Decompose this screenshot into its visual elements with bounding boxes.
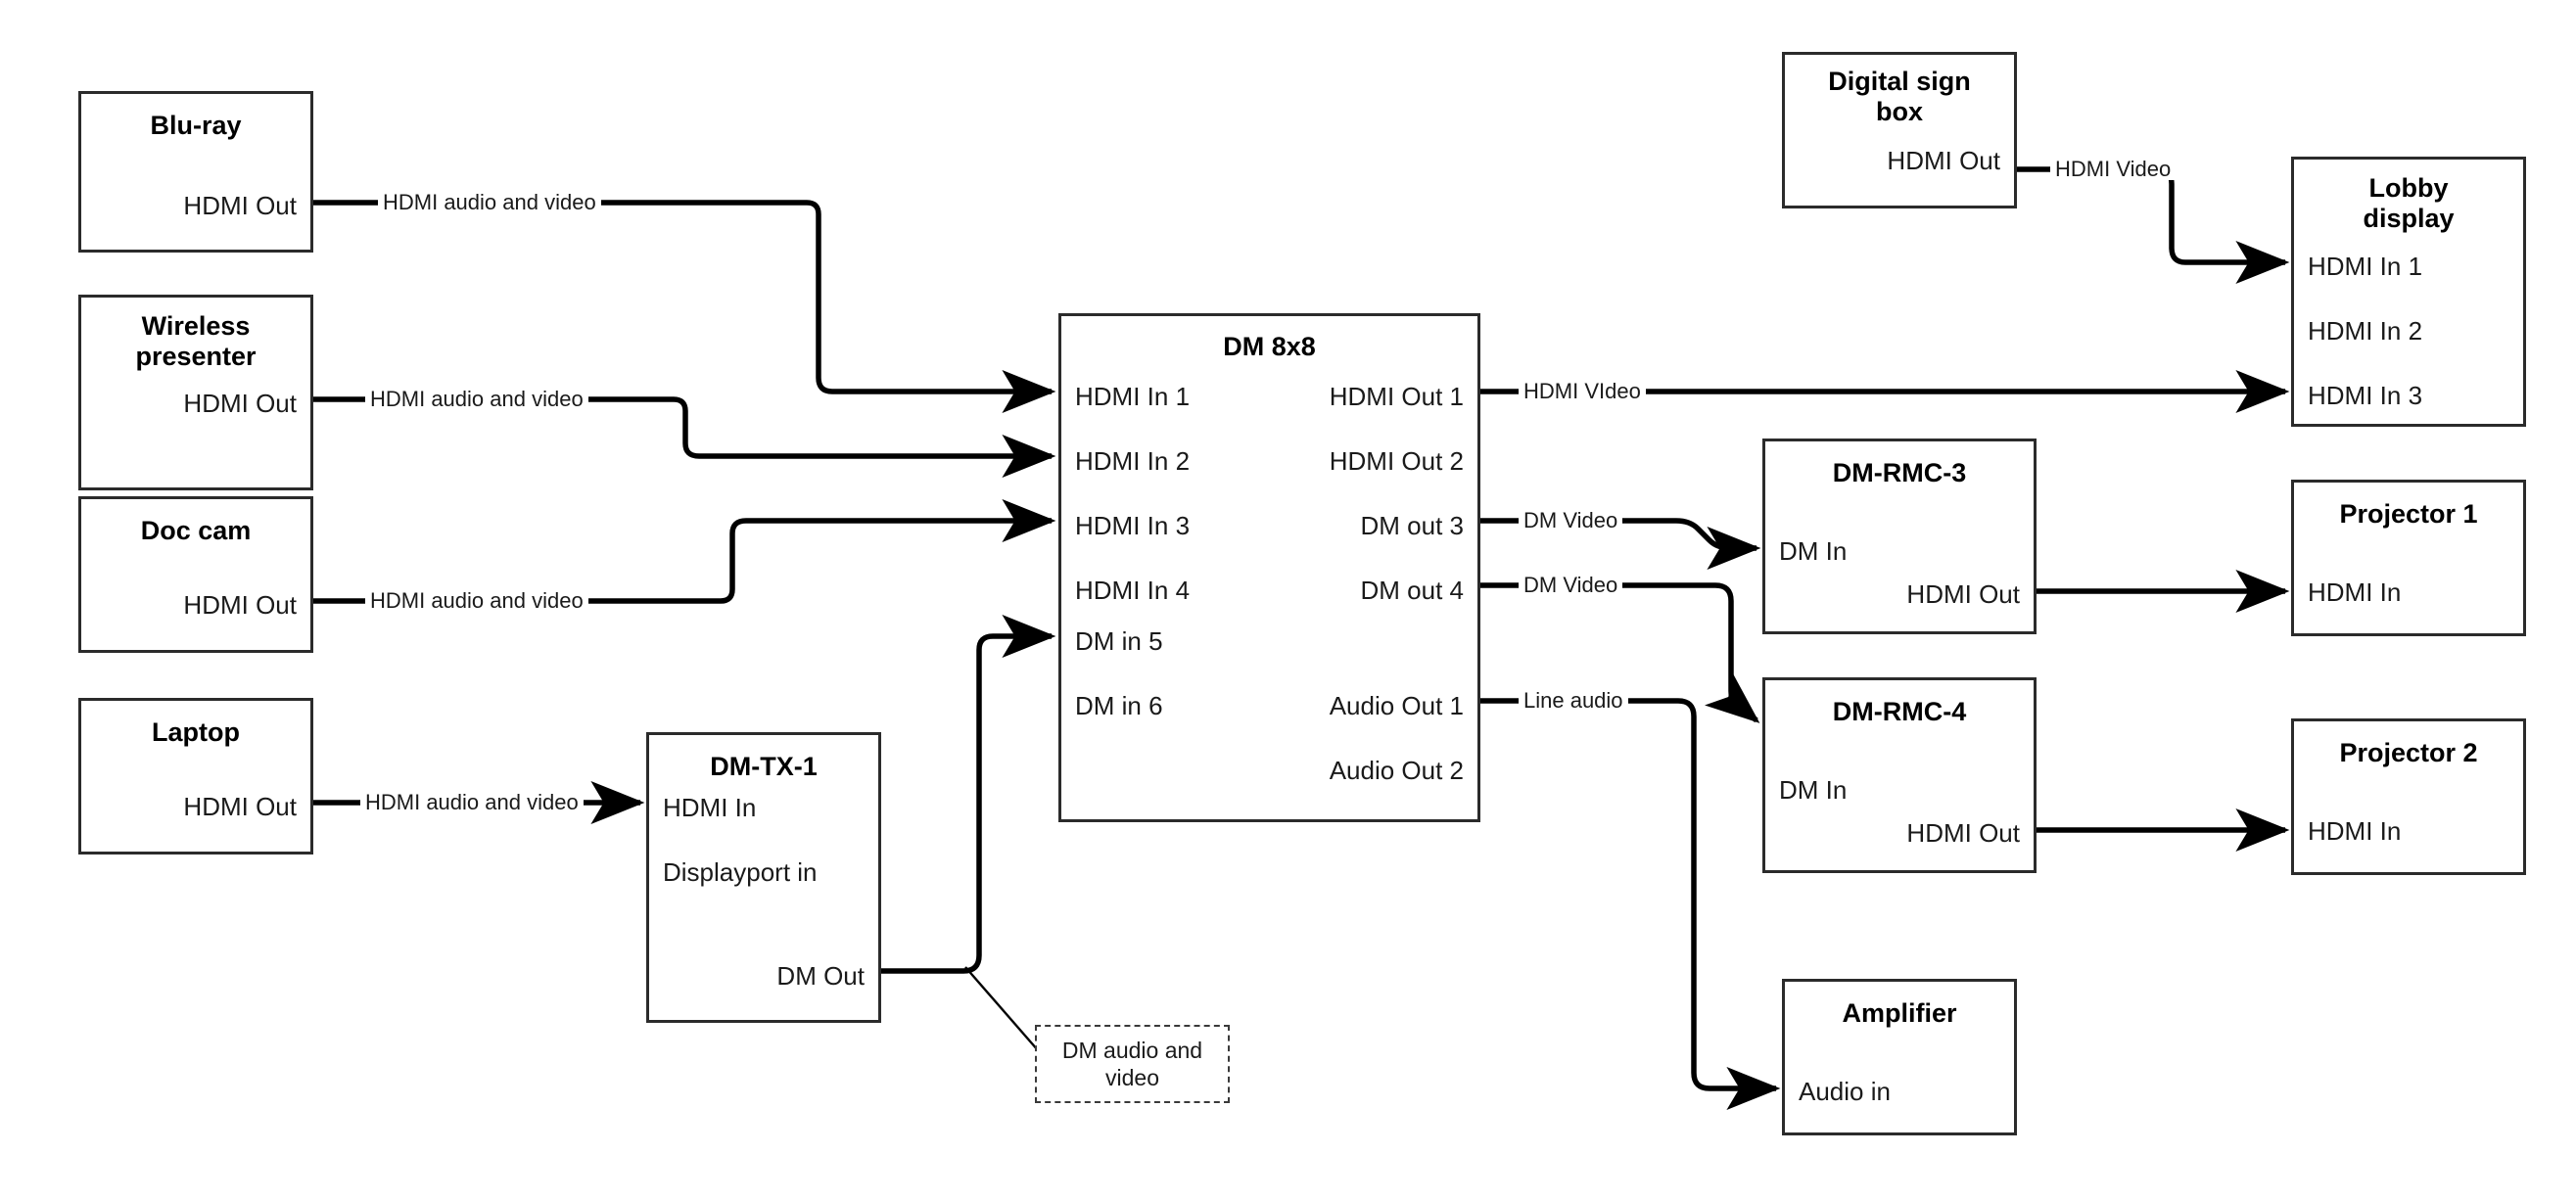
- port-projector2-hdmi-in: HDMI In: [2308, 816, 2402, 846]
- port-dm8x8-hdmi-in-1: HDMI In 1: [1075, 382, 1191, 411]
- node-wireless-presenter[interactable]: Wireless presenter HDMI Out: [78, 295, 313, 490]
- port-lobby-hdmi-in-1: HDMI In 1: [2308, 252, 2423, 281]
- node-doc-cam[interactable]: Doc cam HDMI Out: [78, 496, 313, 653]
- node-dm-rmc-3-title: DM-RMC-3: [1832, 458, 1967, 487]
- edge-label-dm-out4: DM Video: [1519, 575, 1623, 596]
- port-doccam-hdmi-out: HDMI Out: [183, 590, 297, 620]
- port-lobby-hdmi-in-2: HDMI In 2: [2308, 316, 2423, 346]
- port-bluray-hdmi-out: HDMI Out: [183, 191, 297, 220]
- node-doc-cam-title: Doc cam: [140, 516, 252, 545]
- wire-sign-to-lobby-hdmi-in1: [2017, 166, 2290, 284]
- port-rmc4-dm-in: DM In: [1779, 775, 1848, 805]
- port-rmc3-hdmi-out: HDMI Out: [1906, 579, 2020, 609]
- wire-note-leader: [964, 966, 1039, 1051]
- edge-label-hdmi-out1: HDMI VIdeo: [1519, 381, 1646, 402]
- wire-audio-out1-to-amplifier: [1480, 698, 1781, 1110]
- node-amplifier[interactable]: Amplifier Audio in: [1782, 979, 2017, 1135]
- edge-label-audio-out1: Line audio: [1519, 690, 1628, 712]
- edge-label-bluray: HDMI audio and video: [378, 192, 601, 213]
- port-dm8x8-audio-out-1: Audio Out 1: [1329, 691, 1464, 720]
- edge-label-wireless: HDMI audio and video: [365, 389, 588, 410]
- wire-dmtx1-to-dm-in5: [881, 615, 1056, 974]
- node-dm-tx-1-title: DM-TX-1: [710, 752, 818, 781]
- edge-label-laptop: HDMI audio and video: [360, 792, 584, 813]
- port-dm8x8-audio-out-2: Audio Out 2: [1329, 756, 1464, 785]
- node-digital-sign-box[interactable]: Digital sign box HDMI Out: [1782, 52, 2017, 208]
- node-projector-1[interactable]: Projector 1 HDMI In: [2291, 480, 2526, 636]
- port-dm8x8-hdmi-out-1: HDMI Out 1: [1329, 382, 1464, 411]
- node-projector-2[interactable]: Projector 2 HDMI In: [2291, 718, 2526, 875]
- port-lobby-hdmi-in-3: HDMI In 3: [2308, 381, 2423, 410]
- port-rmc4-hdmi-out: HDMI Out: [1906, 818, 2020, 848]
- node-dm-8x8[interactable]: DM 8x8 HDMI In 1 HDMI In 2 HDMI In 3 HDM…: [1058, 313, 1480, 822]
- note-dm-audio-and-video: DM audio and video: [1035, 1025, 1230, 1103]
- node-bluray[interactable]: Blu-ray HDMI Out: [78, 91, 313, 253]
- node-dm-rmc-3[interactable]: DM-RMC-3 DM In HDMI Out: [1762, 439, 2037, 634]
- node-wireless-presenter-title: Wireless presenter: [135, 311, 257, 371]
- node-amplifier-title: Amplifier: [1842, 998, 1957, 1028]
- edge-label-sign-to-lobby: HDMI Video: [2050, 159, 2177, 180]
- node-laptop[interactable]: Laptop HDMI Out: [78, 698, 313, 855]
- node-laptop-title: Laptop: [152, 717, 240, 747]
- port-dm8x8-dm-in-6: DM in 6: [1075, 691, 1163, 720]
- port-dm8x8-dm-out-4: DM out 4: [1360, 576, 1465, 605]
- node-digital-sign-box-title: Digital sign box: [1828, 67, 1971, 126]
- node-lobby-display[interactable]: Lobby display HDMI In 1 HDMI In 2 HDMI I…: [2291, 157, 2526, 427]
- node-dm-rmc-4[interactable]: DM-RMC-4 DM In HDMI Out: [1762, 677, 2037, 873]
- edge-label-doccam: HDMI audio and video: [365, 590, 588, 612]
- node-lobby-display-title: Lobby display: [2363, 173, 2455, 233]
- node-projector-1-title: Projector 1: [2339, 499, 2478, 529]
- port-dm8x8-hdmi-in-2: HDMI In 2: [1075, 446, 1191, 476]
- port-wireless-hdmi-out: HDMI Out: [183, 389, 297, 418]
- port-dm8x8-hdmi-in-3: HDMI In 3: [1075, 511, 1191, 540]
- node-bluray-title: Blu-ray: [150, 111, 242, 140]
- node-dm-tx-1[interactable]: DM-TX-1 HDMI In Displayport in DM Out: [646, 732, 881, 1023]
- port-dm8x8-dm-out-3: DM out 3: [1360, 511, 1465, 540]
- port-laptop-hdmi-out: HDMI Out: [183, 792, 297, 821]
- port-dm8x8-hdmi-out-2: HDMI Out 2: [1329, 446, 1464, 476]
- node-projector-2-title: Projector 2: [2339, 738, 2478, 767]
- node-dm-rmc-4-title: DM-RMC-4: [1832, 697, 1967, 726]
- port-digitalsign-hdmi-out: HDMI Out: [1887, 146, 2000, 175]
- wire-bluray-to-hdmi-in1: [313, 200, 1056, 413]
- edge-label-dm-out3: DM Video: [1519, 510, 1623, 531]
- port-rmc3-dm-in: DM In: [1779, 536, 1848, 566]
- port-dm8x8-hdmi-in-4: HDMI In 4: [1075, 576, 1191, 605]
- port-dm8x8-dm-in-5: DM in 5: [1075, 626, 1163, 656]
- port-dmtx1-dm-out: DM Out: [776, 961, 865, 991]
- port-amplifier-audio-in: Audio in: [1799, 1077, 1891, 1106]
- port-dmtx1-displayport-in: Displayport in: [663, 857, 818, 887]
- port-projector1-hdmi-in: HDMI In: [2308, 577, 2402, 607]
- node-dm-8x8-title: DM 8x8: [1223, 332, 1316, 361]
- port-dmtx1-hdmi-in: HDMI In: [663, 793, 757, 822]
